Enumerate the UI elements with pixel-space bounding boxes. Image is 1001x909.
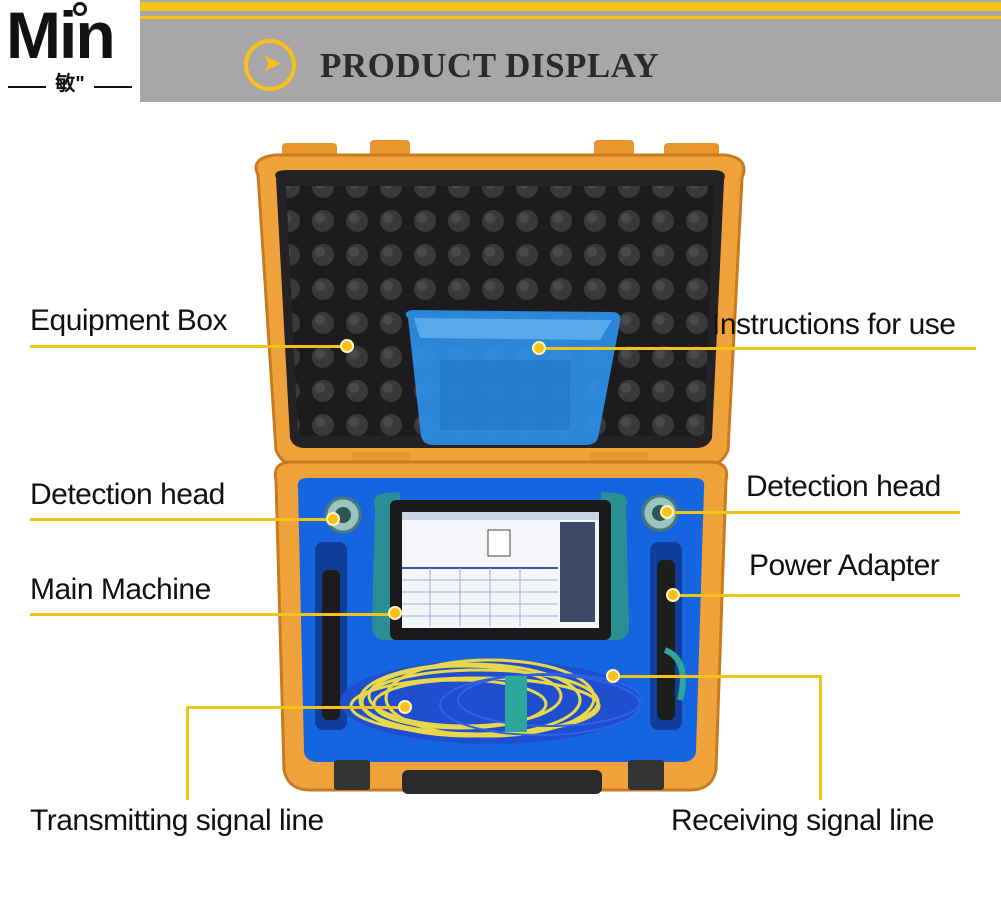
label-detection-head-left: Detection head — [30, 478, 225, 511]
page-title: PRODUCT DISPLAY — [320, 46, 660, 85]
callout-dot-receiving — [606, 669, 620, 683]
banner-stripe-top — [140, 2, 1001, 11]
callout-line-detection-head-right — [668, 511, 960, 514]
callout-line-equipment-box — [30, 345, 348, 348]
label-main-machine: Main Machine — [30, 573, 211, 606]
callout-dot-power-adapter — [666, 588, 680, 602]
callout-line-main-machine — [30, 613, 395, 616]
callout-dot-instructions — [532, 341, 546, 355]
brand-logo: Min 敏" — [0, 0, 140, 102]
banner-stripe-thin — [140, 16, 1001, 19]
callout-line-receiving — [612, 675, 822, 678]
callout-line-transmitting — [186, 706, 404, 709]
signal-cables — [340, 658, 643, 744]
label-detection-head-right: Detection head — [746, 470, 941, 503]
callout-dot-detection-head-left — [326, 512, 340, 526]
callout-vline-receiving — [819, 676, 822, 800]
main-machine — [372, 492, 629, 640]
label-transmitting-line: Transmitting signal line — [30, 804, 324, 837]
play-arrow-icon: ➤ — [244, 39, 296, 91]
callout-vline-transmitting — [186, 707, 189, 800]
logo-rule-right — [94, 86, 132, 88]
callout-line-instructions — [540, 347, 976, 350]
label-power-adapter: Power Adapter — [749, 549, 940, 582]
callout-dot-main-machine — [388, 606, 402, 620]
callout-dot-transmitting — [398, 700, 412, 714]
left-probe — [315, 496, 362, 730]
instructions-bag — [405, 310, 621, 445]
logo-subtitle: 敏" — [55, 73, 85, 95]
label-equipment-box: Equipment Box — [30, 304, 227, 337]
logo-wordmark: Min — [6, 0, 116, 72]
callout-dot-equipment-box — [340, 339, 354, 353]
logo-dot — [73, 2, 87, 16]
callout-line-detection-head-left — [30, 518, 335, 521]
logo-rule-left — [8, 86, 46, 88]
callout-line-power-adapter — [674, 594, 960, 597]
label-instructions: Instructions for use — [712, 308, 956, 341]
label-receiving-line: Receiving signal line — [671, 804, 935, 837]
header-banner: ➤ PRODUCT DISPLAY — [140, 0, 1001, 102]
callout-dot-detection-head-right — [660, 505, 674, 519]
